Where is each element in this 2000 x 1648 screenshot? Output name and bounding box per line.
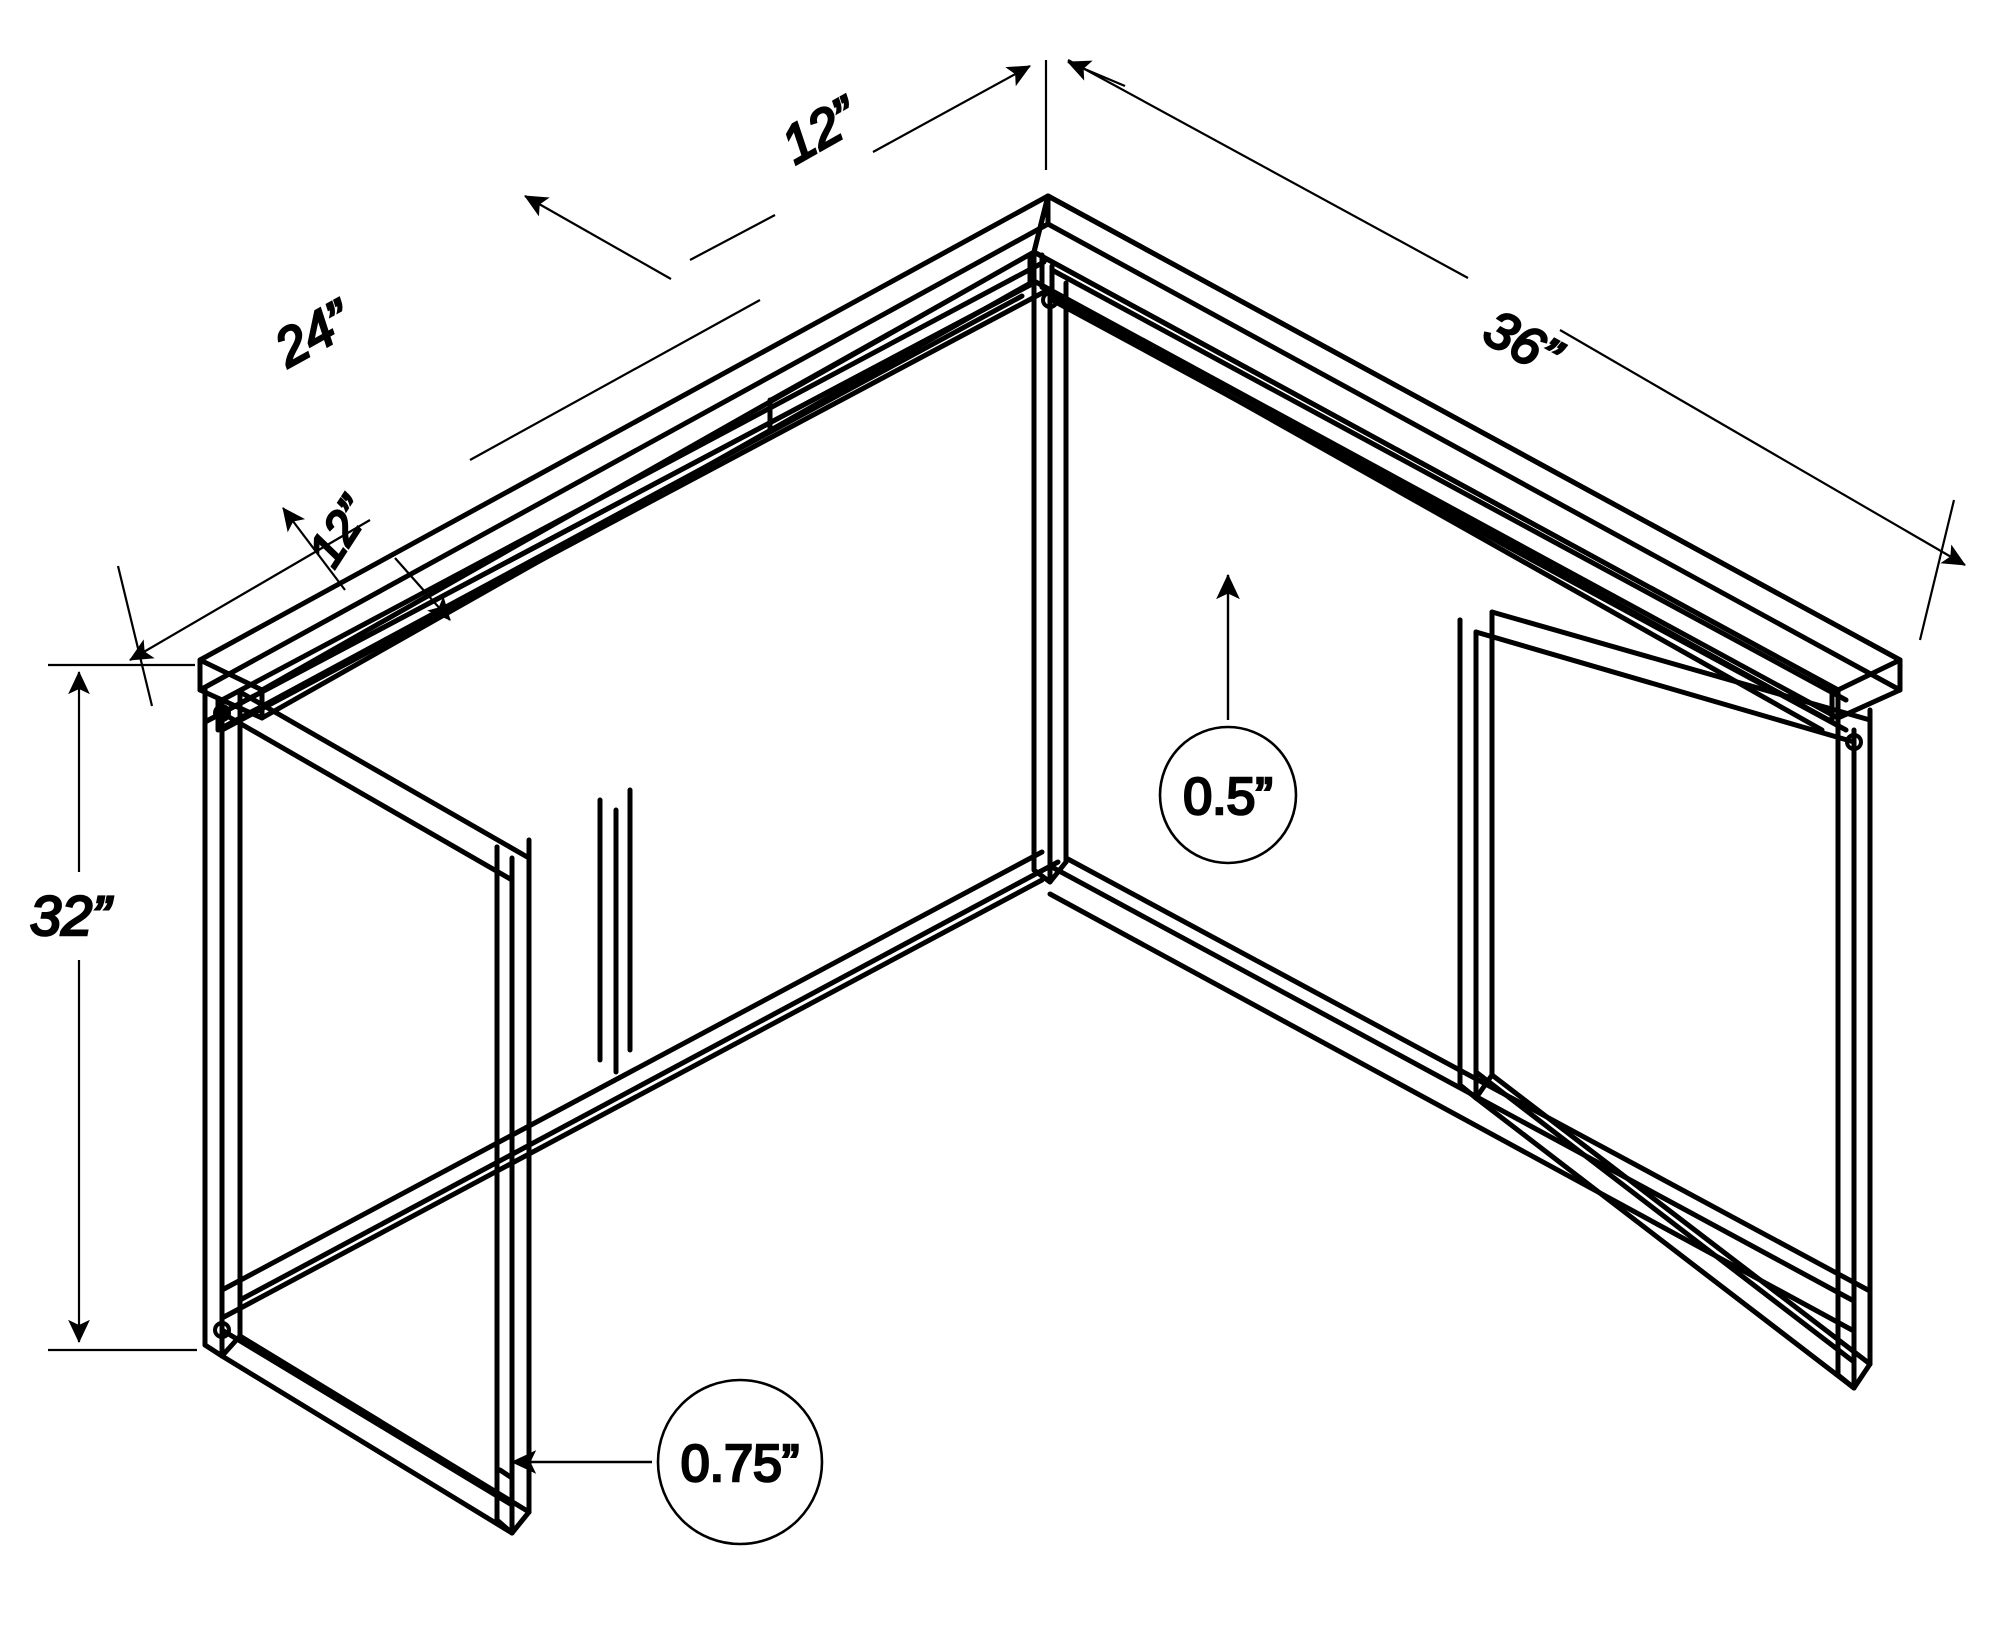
right-side-upper-frame — [1473, 609, 1873, 745]
lower-rail-left — [219, 849, 1061, 1321]
vertical-brace-left — [597, 787, 633, 1075]
desk-assembly — [197, 193, 1903, 1536]
right-front-lower-frame — [1473, 1069, 1873, 1391]
return-front-upper-frame — [219, 689, 532, 883]
callout-label-top-thickness: 0.5” — [1183, 768, 1273, 826]
dimension-annotations: 12” 36” 24” 12” 32” — [29, 59, 1966, 1546]
callout-leg-thickness: 0.75” — [510, 1378, 824, 1546]
upper-rail-left — [219, 259, 1047, 733]
dimension-label-overall-height: 32” — [30, 884, 113, 947]
callout-circle-top-thickness — [1158, 725, 1298, 865]
callout-circle-leg-thickness — [656, 1378, 824, 1546]
return-front-lower-frame — [219, 1327, 532, 1536]
callout-label-leg-thickness: 0.75” — [681, 1435, 800, 1493]
upper-rail-right — [1049, 267, 1849, 733]
lower-rail-return-front — [497, 1467, 515, 1481]
dimension-overall-height: 32” — [29, 663, 197, 1352]
callout-top-thickness: 0.5” — [1158, 573, 1298, 865]
